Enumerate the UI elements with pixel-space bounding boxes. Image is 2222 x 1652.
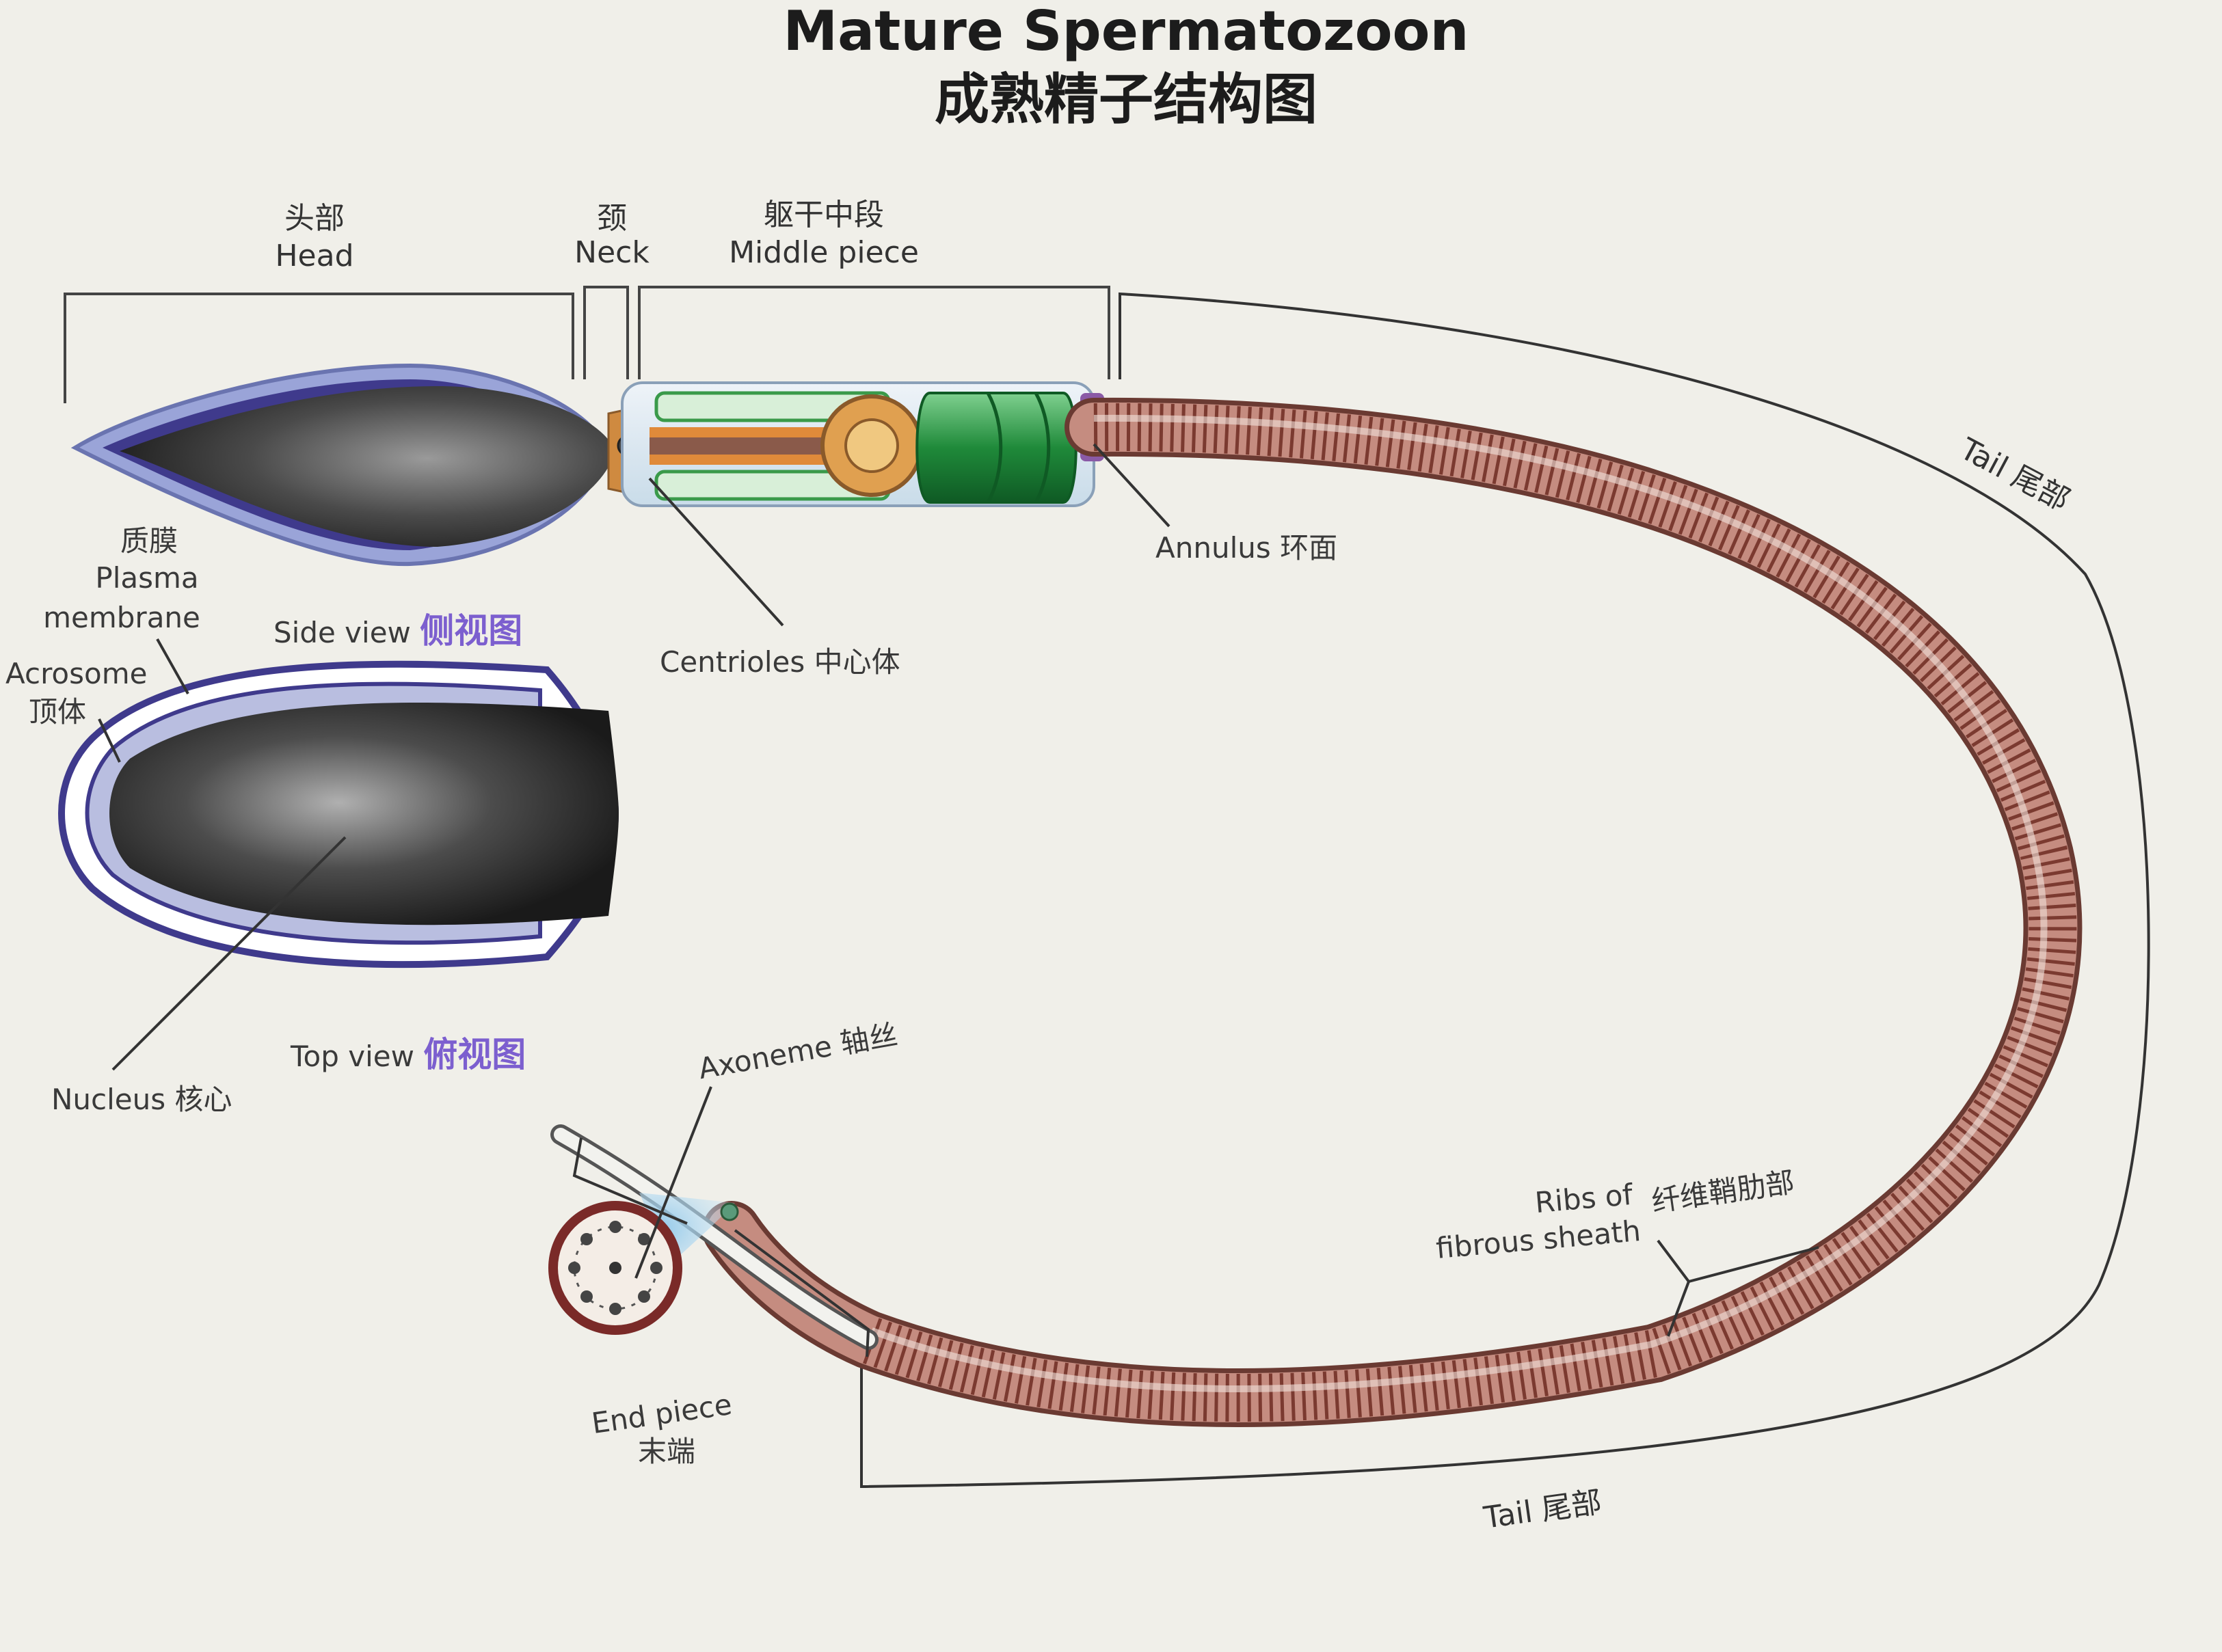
side-view-zh: 侧视图 [420,611,523,651]
tail-highlight [870,414,2048,1392]
side-view-en: Side view [273,616,411,649]
acrosome-leader [98,718,121,763]
centrioles-label: Centrioles 中心体 [660,645,900,679]
side-head-nucleus [120,386,615,547]
middle-bracket [638,286,1110,379]
top-head-nucleus [109,703,619,925]
plasma-label-en2: membrane [43,601,200,634]
axoneme-doublets [568,1221,662,1315]
head-bracket [64,293,574,403]
acrosome-label-en: Acrosome [5,657,148,690]
end-piece-label-zh: 末端 [637,1435,696,1468]
plasma-leader [156,638,189,694]
top-view-en: Top view [291,1040,414,1073]
top-view-zh: 俯视图 [423,1035,526,1074]
neck-bracket [583,286,629,379]
side-view-label: Side view 侧视图 [273,611,523,651]
axoneme-leader [634,1086,712,1279]
middle-label-en: Middle piece [729,235,919,270]
axoneme-dot [720,1202,739,1221]
annulus-leader [1093,443,1170,528]
nucleus-leader [111,836,347,1071]
middle-label-zh: 躯干中段 [764,198,884,232]
neck-label-zh: 颈 [597,201,627,236]
end-piece-bracket [572,1137,870,1357]
tail-outer-bracket [860,292,2150,1489]
annulus-label: Annulus 环面 [1155,531,1338,565]
head-label-en: Head [275,239,354,273]
head-label-zh: 头部 [284,201,345,236]
plasma-label-en1: Plasma [95,561,199,595]
title-zh: 成熟精子结构图 [935,68,1317,131]
centrioles-leader [648,477,784,627]
neck-label-en: Neck [574,235,650,270]
plasma-label-zh: 质膜 [120,524,178,558]
title-en: Mature Spermatozoon [783,0,1469,63]
top-view-label: Top view 俯视图 [291,1035,526,1075]
nucleus-label: Nucleus 核心 [51,1083,232,1116]
acrosome-label-zh: 顶体 [29,695,87,729]
